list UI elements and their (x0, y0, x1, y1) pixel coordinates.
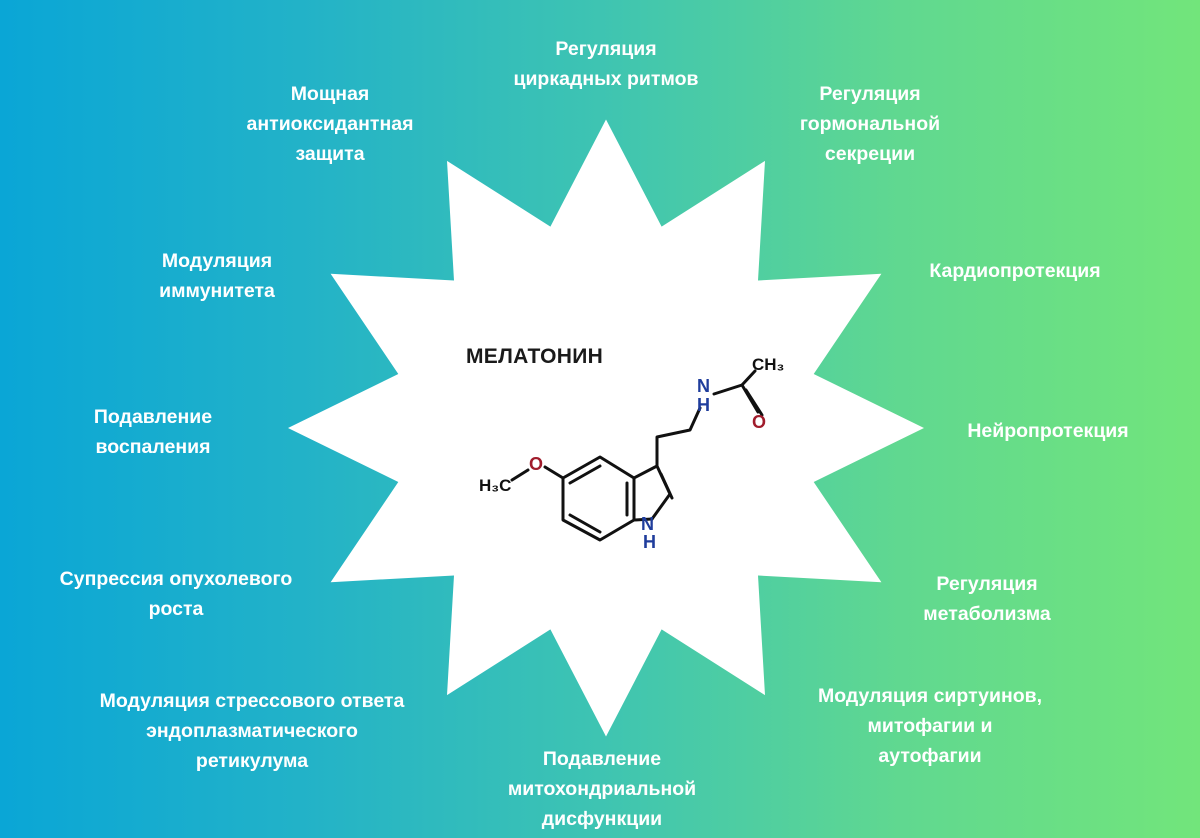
ring-hydrogen-label: H (643, 532, 656, 552)
effect-inflammation: Подавление воспаления (93, 406, 213, 458)
methoxy-methyl-label: H₃C (479, 476, 511, 495)
methyl-label: CH₃ (752, 355, 784, 374)
methoxy-oxygen-label: O (529, 454, 543, 474)
effect-hormonal: Регуляция гормональной секреции (799, 83, 941, 165)
effect-cardio: Кардиопротекция (929, 260, 1101, 282)
effect-er-stress: Модуляция стрессового ответа эндоплазмат… (99, 690, 405, 772)
melatonin-structure: N H CH₃ O O H₃C N H (479, 355, 784, 552)
diagram-title: МЕЛАТОНИН (466, 345, 604, 368)
effect-antioxidant: Мощная антиоксидантная защита (246, 83, 414, 165)
effect-neuro: Нейропротекция (967, 420, 1129, 442)
carbonyl-oxygen-label: O (752, 412, 766, 432)
hydrogen-atom-label: H (697, 395, 710, 415)
effect-immunity: Модуляция иммунитета (159, 250, 275, 302)
nitrogen-atom-label: N (697, 376, 710, 396)
effect-metabolism: Регуляция метаболизма (923, 573, 1051, 625)
effect-tumor: Супрессия опухолевого роста (59, 568, 293, 620)
effect-circadian: Регуляция циркадных ритмов (513, 38, 699, 90)
ring-nitrogen-label: N (641, 514, 654, 534)
effect-sirtuins: Модуляция сиртуинов, митофагии и аутофаг… (817, 685, 1043, 767)
effect-mitochondria: Подавление митохондриальной дисфункции (507, 748, 697, 830)
